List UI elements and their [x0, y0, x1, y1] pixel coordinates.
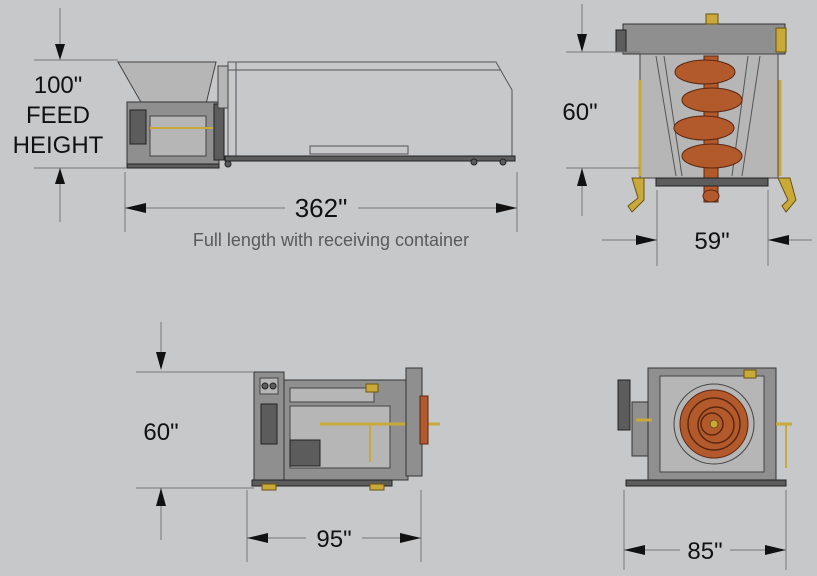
full-length-value: 362" [295, 193, 348, 223]
auger-screw [673, 55, 743, 203]
end-view-auger [615, 13, 797, 213]
full-length-note: Full length with receiving container [193, 230, 469, 250]
side-view-with-container [117, 61, 516, 169]
receiving-container [224, 61, 516, 168]
unit-end-width-dimension: 85" [623, 490, 787, 570]
feed-height-dimension: 100" FEED HEIGHT [13, 8, 127, 222]
full-length-dimension: 362" Full length with receiving containe… [124, 172, 518, 250]
auger-spiral [673, 383, 755, 465]
unit-height-value: 60" [143, 419, 178, 446]
feed-height-label-line1: FEED [26, 102, 90, 129]
unit-end-view [617, 367, 792, 487]
machine-side [117, 61, 229, 169]
unit-side-view [251, 367, 440, 491]
unit-length-value: 95" [316, 526, 351, 553]
end-width-value: 59" [694, 228, 729, 255]
unit-height-dimension: 60" [136, 322, 254, 540]
feed-height-label-line2: HEIGHT [13, 132, 104, 159]
unit-length-dimension: 95" [246, 490, 422, 562]
end-height-dimension: 60" [562, 4, 640, 216]
feed-height-value: 100" [34, 72, 83, 99]
end-height-value: 60" [562, 99, 597, 126]
end-width-dimension: 59" [602, 190, 812, 266]
unit-end-width-value: 85" [687, 538, 722, 565]
